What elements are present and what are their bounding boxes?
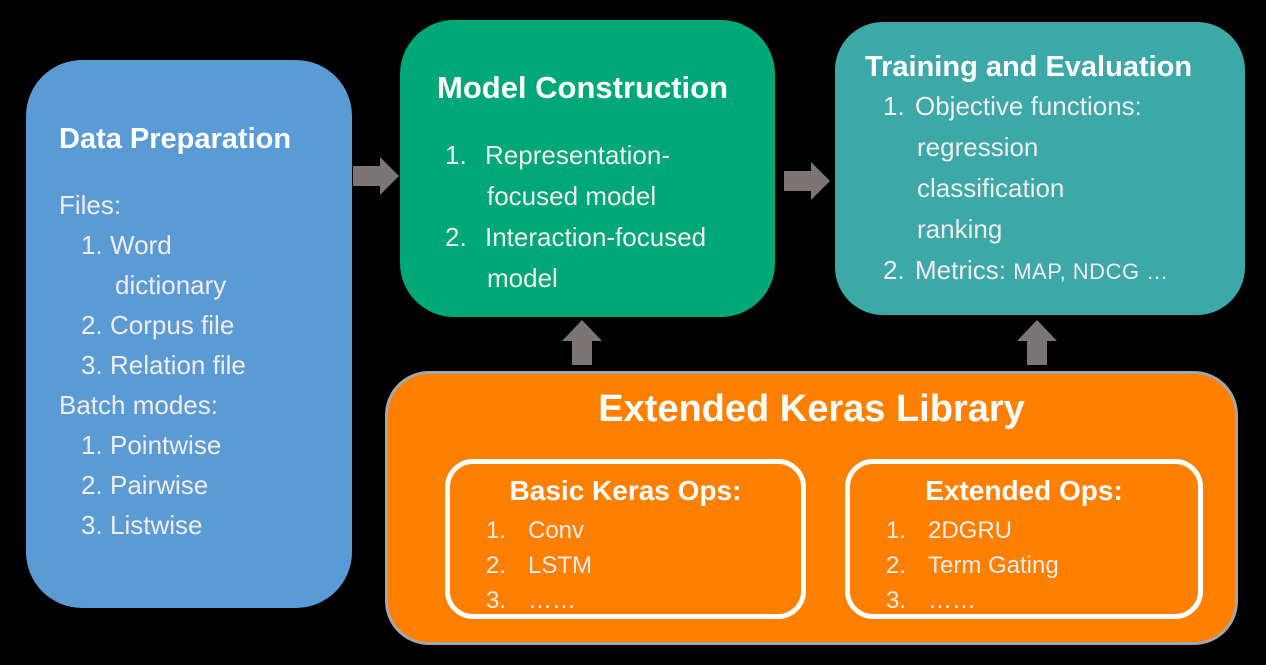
arrow-shaft xyxy=(353,166,380,186)
list-line: classification xyxy=(865,168,1169,209)
list-line: 3. …… xyxy=(486,583,592,618)
list-number: 3. xyxy=(886,587,907,614)
list-line: 3.Listwise xyxy=(59,505,246,545)
list-line: 1. 2DGRU xyxy=(886,513,1059,548)
list-line: 2. Interaction-focused xyxy=(437,217,706,258)
list-number: 2. xyxy=(886,552,907,579)
list-number: 1. xyxy=(886,517,907,544)
list-line: 3.Relation file xyxy=(59,345,246,385)
list-number: 1. xyxy=(486,517,507,544)
list-text: focused model xyxy=(487,181,657,211)
arrow-head xyxy=(1017,320,1057,341)
keras-library-title: Extended Keras Library xyxy=(598,388,1025,430)
arrow-data-to-model-icon xyxy=(353,157,399,195)
data-preparation-title: Data Preparation xyxy=(59,123,292,155)
list-line: 2. LSTM xyxy=(486,548,592,583)
list-number: 2. xyxy=(445,222,467,252)
list-number: 3. xyxy=(81,510,103,540)
list-line: 2. Term Gating xyxy=(886,548,1059,583)
list-line: regression xyxy=(865,127,1169,168)
arrow-head xyxy=(811,162,830,200)
model-construction-title: Model Construction xyxy=(437,70,729,105)
arrow-shaft xyxy=(572,341,592,365)
list-text: Word xyxy=(110,230,172,260)
list-number: 2. xyxy=(81,310,103,340)
list-number: 3. xyxy=(486,587,507,614)
list-line: Batch modes: xyxy=(59,385,246,425)
basic-ops-list: 1. Conv 2. LSTM 3. …… xyxy=(486,513,592,618)
list-text: Interaction-focused xyxy=(485,222,707,252)
list-text: Conv xyxy=(528,517,585,544)
list-text: …… xyxy=(928,587,976,614)
list-text: Files: xyxy=(59,190,122,220)
basic-ops-title: Basic Keras Ops: xyxy=(509,475,742,506)
metrics-values: MAP, NDCG … xyxy=(1013,259,1169,284)
metrics-label: Metrics: xyxy=(915,255,1006,285)
list-line: 1.Word xyxy=(59,225,246,265)
list-line: dictionary xyxy=(59,265,246,305)
list-text: Term Gating xyxy=(928,552,1059,579)
arrow-head xyxy=(380,157,399,195)
list-number: 1. xyxy=(883,91,905,121)
arrow-head xyxy=(562,320,602,341)
data-preparation-box: Data Preparation Files: 1.Word dictionar… xyxy=(26,60,352,608)
list-text: regression xyxy=(917,132,1039,162)
list-line: model xyxy=(437,258,706,299)
list-text: Representation- xyxy=(485,140,670,170)
list-text: 2DGRU xyxy=(928,517,1013,544)
list-number: 3. xyxy=(81,350,103,380)
list-line: 1. Representation- xyxy=(437,135,706,176)
extended-ops-box: Extended Ops: 1. 2DGRU 2. Term Gating 3. …… xyxy=(845,459,1203,619)
list-text: Pointwise xyxy=(110,430,222,460)
list-text: ranking xyxy=(917,214,1003,244)
list-text: model xyxy=(487,263,558,293)
extended-ops-title: Extended Ops: xyxy=(925,475,1123,506)
list-line: focused model xyxy=(437,176,706,217)
list-text: classification xyxy=(917,173,1065,203)
list-line: Files: xyxy=(59,185,246,225)
arrow-shaft xyxy=(784,171,811,191)
list-text: Batch modes: xyxy=(59,390,218,420)
list-number: 2. xyxy=(81,470,103,500)
list-line: 3. …… xyxy=(886,583,1059,618)
list-number: 1. xyxy=(445,140,467,170)
list-line: 1. Conv xyxy=(486,513,592,548)
metrics-line: 2. Metrics: MAP, NDCG … xyxy=(865,250,1169,292)
list-number: 2. xyxy=(883,255,905,285)
list-line: 1. Objective functions: xyxy=(865,86,1169,127)
list-text: Relation file xyxy=(110,350,246,380)
list-line: 2.Corpus file xyxy=(59,305,246,345)
keras-library-box: Extended Keras Library Basic Keras Ops: … xyxy=(385,371,1238,645)
training-evaluation-box: Training and Evaluation 1. Objective func… xyxy=(835,22,1245,315)
list-text: …… xyxy=(528,587,576,614)
data-preparation-list: Files: 1.Word dictionary 2.Corpus file 3… xyxy=(59,185,246,545)
arrow-library-to-training-icon xyxy=(1017,320,1057,365)
basic-ops-box: Basic Keras Ops: 1. Conv 2. LSTM 3. …… xyxy=(445,459,806,619)
list-text: Listwise xyxy=(110,510,203,540)
list-text: LSTM xyxy=(528,552,593,579)
training-evaluation-list: 1. Objective functions: regression classi… xyxy=(865,86,1169,292)
list-number: 1. xyxy=(81,430,103,460)
list-line: 1.Pointwise xyxy=(59,425,246,465)
model-construction-list: 1. Representation- focused model 2. Intera… xyxy=(437,135,706,299)
list-text: Corpus file xyxy=(110,310,235,340)
list-line: 2.Pairwise xyxy=(59,465,246,505)
arrow-shaft xyxy=(1027,341,1047,365)
list-number: 2. xyxy=(486,552,507,579)
arrow-model-to-training-icon xyxy=(784,162,830,200)
extended-ops-list: 1. 2DGRU 2. Term Gating 3. …… xyxy=(886,513,1059,618)
training-evaluation-title: Training and Evaluation xyxy=(865,51,1193,83)
list-text: Objective functions: xyxy=(915,91,1142,121)
list-text: dictionary xyxy=(115,270,227,300)
list-line: ranking xyxy=(865,209,1169,250)
list-text: Pairwise xyxy=(110,470,209,500)
arrow-library-to-model-icon xyxy=(562,320,602,365)
model-construction-box: Model Construction 1. Representation- foc… xyxy=(400,20,775,317)
list-number: 1. xyxy=(81,230,103,260)
